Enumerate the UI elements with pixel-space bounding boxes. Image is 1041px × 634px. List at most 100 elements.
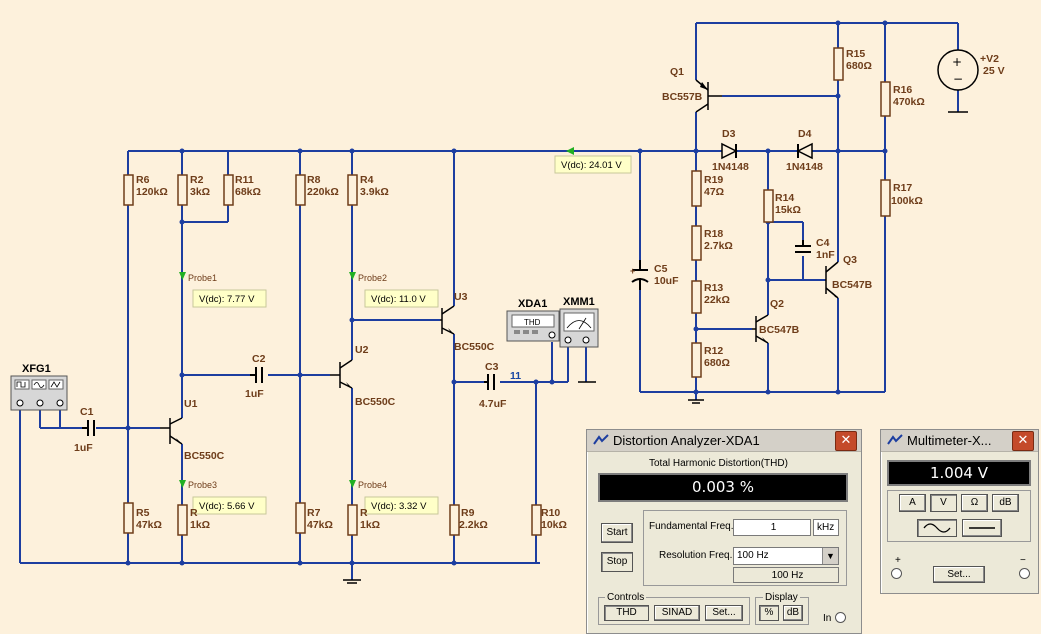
q2-value: BC547B <box>759 324 800 336</box>
r9-value: 2.2kΩ <box>459 519 488 531</box>
v2-ref: +V2 <box>980 53 999 65</box>
thd-display: 0.003 % <box>598 473 848 502</box>
set-button[interactable]: Set... <box>705 605 743 621</box>
ohmmeter-mode-button[interactable]: Ω <box>961 494 988 512</box>
d4-ref: D4 <box>798 128 812 140</box>
r15-ref: R15 <box>846 48 865 60</box>
controls-group <box>598 597 750 625</box>
resistor-r16 <box>880 81 891 117</box>
u2-value: BC550C <box>355 396 396 408</box>
c5-ref: C5 <box>654 263 668 275</box>
r18-ref: R18 <box>704 228 723 240</box>
resistor-r6 <box>123 174 134 206</box>
probe1-label: Probe1 <box>188 273 217 283</box>
ammeter-mode-button[interactable]: A <box>899 494 926 512</box>
d4-value: 1N4148 <box>786 161 823 173</box>
input-terminal-icon[interactable] <box>835 612 846 623</box>
probe1-reading: V(dc): 7.77 V <box>199 294 255 305</box>
probe2-label: Probe2 <box>358 273 387 283</box>
c4-ref: C4 <box>816 237 830 249</box>
voltage-source-v2: + − <box>937 49 979 91</box>
display-group-label: Display <box>763 592 800 603</box>
dc-mode-button[interactable] <box>962 519 1002 537</box>
resolution-label: Resolution Freq. <box>659 550 733 561</box>
c2-value: 1uF <box>245 388 264 400</box>
transistor-symbols <box>160 79 839 445</box>
minus-terminal-icon[interactable] <box>1019 568 1030 579</box>
probe4-reading: V(dc): 3.32 V <box>371 501 427 512</box>
function-generator-xfg1[interactable]: XFG1 <box>10 363 68 411</box>
q3-value: BC547B <box>832 279 873 291</box>
r2-value: 3kΩ <box>190 186 210 198</box>
resistor-r5 <box>123 502 134 534</box>
resistor-r9 <box>449 504 460 536</box>
sine-wave-icon <box>923 523 951 533</box>
probe1-marker <box>179 272 186 280</box>
resistor-r7 <box>295 502 306 534</box>
svg-text:+: + <box>630 266 635 276</box>
multimeter-xmm1[interactable]: XMM1 <box>559 296 599 348</box>
voltmeter-mode-button[interactable]: V <box>930 494 957 512</box>
c1-value: 1uF <box>74 442 93 454</box>
sinad-button[interactable]: SINAD <box>654 605 700 621</box>
multimeter-window[interactable]: Multimeter-X... ✕ 1.004 V A V Ω dB + − S… <box>880 429 1039 594</box>
ground-symbols <box>343 111 968 584</box>
c3-ref: C3 <box>485 361 499 373</box>
mode-group <box>887 490 1031 542</box>
rail-probe-marker <box>566 147 574 155</box>
input-label: In <box>823 613 832 624</box>
resistor-r17 <box>880 179 891 217</box>
distortion-analyzer-xda1[interactable]: XDA1 THD <box>506 298 560 342</box>
resistor-r3 <box>347 504 358 536</box>
start-button[interactable]: Start <box>601 523 633 543</box>
multimeter-set-button[interactable]: Set... <box>933 566 985 583</box>
r14-value: 15kΩ <box>775 204 801 216</box>
resistor-r11 <box>223 174 234 206</box>
db-mode-button[interactable]: dB <box>992 494 1019 512</box>
multimeter-titlebar[interactable]: Multimeter-X... ✕ <box>881 430 1038 452</box>
d3-value: 1N4148 <box>712 161 749 173</box>
thd-button[interactable]: THD <box>604 605 649 621</box>
close-icon[interactable]: ✕ <box>1012 430 1034 451</box>
close-icon[interactable]: ✕ <box>835 430 857 451</box>
r8-ref: R8 <box>307 174 321 186</box>
rail-probe-reading: V(dc): 24.01 V <box>561 160 622 171</box>
plus-terminal-label: + <box>895 555 901 566</box>
ac-mode-button[interactable] <box>917 519 957 537</box>
resistor-r4 <box>347 174 358 206</box>
diode-d3 <box>721 142 738 160</box>
r10-value: 10kΩ <box>541 519 567 531</box>
resolution-select[interactable]: 100 Hz ▼ <box>733 547 839 565</box>
resistor-r18 <box>691 225 702 261</box>
stop-button[interactable]: Stop <box>601 552 633 572</box>
db-button[interactable]: dB <box>783 605 803 621</box>
plus-terminal-icon[interactable] <box>891 568 902 579</box>
fundamental-input[interactable]: 1 <box>733 519 811 536</box>
c2-ref: C2 <box>252 353 266 365</box>
distortion-analyzer-window[interactable]: Distortion Analyzer-XDA1 ✕ Total Harmoni… <box>586 429 862 634</box>
dc-line-icon <box>969 527 995 529</box>
u1-value: BC550C <box>184 450 225 462</box>
distortion-titlebar[interactable]: Distortion Analyzer-XDA1 ✕ <box>587 430 861 452</box>
r10-ref: R10 <box>541 507 560 519</box>
r13-ref: R13 <box>704 282 723 294</box>
resistor-r8 <box>295 174 306 206</box>
diode-d4 <box>796 142 813 160</box>
fundamental-label: Fundamental Freq. <box>649 521 734 532</box>
percent-button[interactable]: % <box>759 605 779 621</box>
svg-text:+: + <box>952 55 962 69</box>
junctions <box>125 20 888 566</box>
chevron-down-icon[interactable]: ▼ <box>822 548 838 564</box>
resistor-r19 <box>691 170 702 207</box>
c4-value: 1nF <box>816 249 835 261</box>
resistor-r13 <box>691 280 702 314</box>
r11-value: 68kΩ <box>235 186 261 198</box>
instrument-icon <box>593 433 609 445</box>
svg-text:−: − <box>953 72 963 86</box>
r13-value: 22kΩ <box>704 294 730 306</box>
fundamental-unit[interactable]: kHz <box>813 519 839 536</box>
resistor-r2 <box>177 174 188 206</box>
r17-value: 100kΩ <box>891 195 923 207</box>
resistor-r14 <box>763 189 774 223</box>
